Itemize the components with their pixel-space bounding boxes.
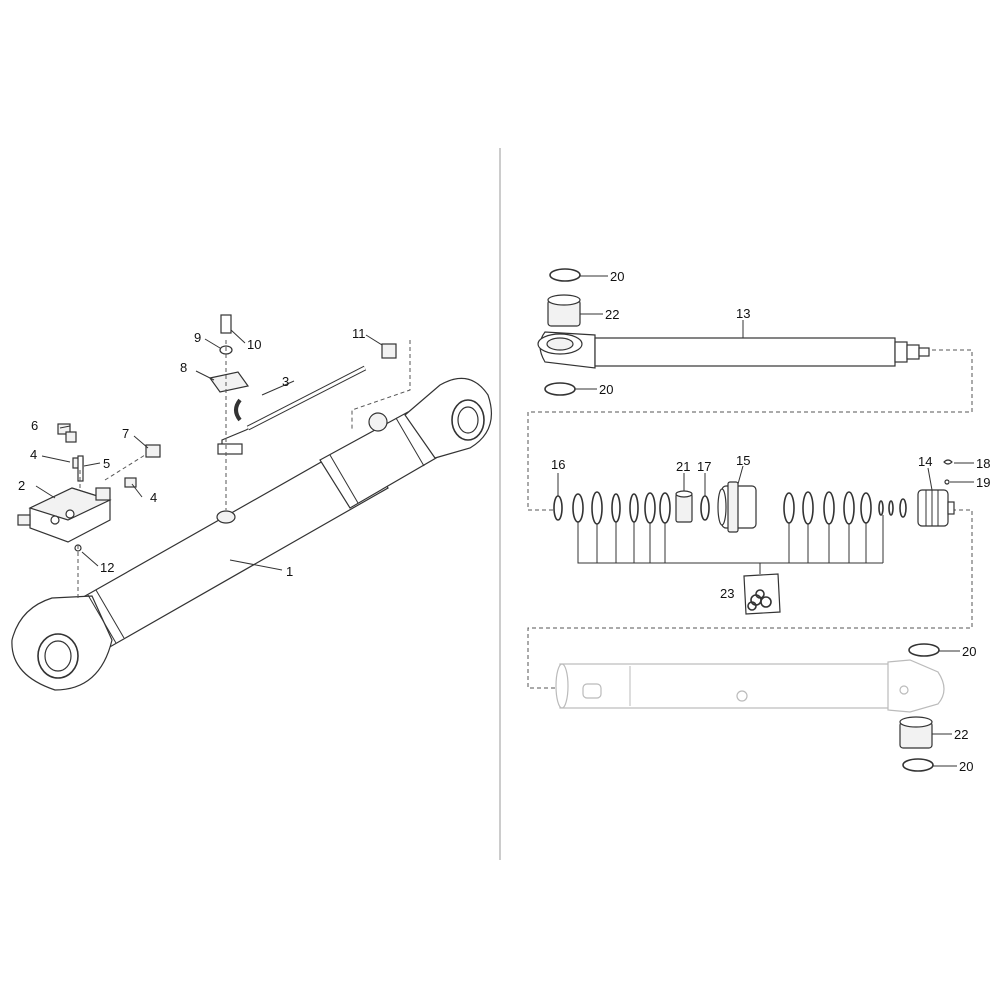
callout-16: 16 — [551, 457, 565, 472]
callout-4b: 4 — [150, 490, 157, 505]
fitting-11 — [381, 343, 397, 359]
seal-kit-row — [553, 459, 955, 533]
callout-6: 6 — [31, 418, 38, 433]
piston-14 — [917, 489, 955, 527]
wiper-ring-mid — [544, 382, 576, 396]
straight-fitting — [145, 444, 161, 458]
callout-18: 18 — [976, 456, 990, 471]
wiper-ring-top — [549, 268, 581, 282]
callout-12: 12 — [100, 560, 114, 575]
rod-eye — [404, 377, 492, 459]
callout-8: 8 — [180, 360, 187, 375]
callout-5: 5 — [103, 456, 110, 471]
callout-10: 10 — [247, 337, 261, 352]
elbow-fitting — [57, 423, 71, 435]
callout-20c: 20 — [962, 644, 976, 659]
callout-23: 23 — [720, 586, 734, 601]
callout-20d: 20 — [959, 759, 973, 774]
callout-14: 14 — [918, 454, 932, 469]
callout-4a: 4 — [30, 447, 37, 462]
spacer-21 — [675, 493, 693, 523]
callout-7: 7 — [122, 426, 129, 441]
callout-21: 21 — [676, 459, 690, 474]
callout-13: 13 — [736, 306, 750, 321]
callout-17: 17 — [697, 459, 711, 474]
callout-2: 2 — [18, 478, 25, 493]
callout-11: 11 — [352, 326, 366, 341]
callout-15: 15 — [736, 453, 750, 468]
wiper-ring-bottom — [902, 758, 934, 772]
fittings — [57, 314, 397, 552]
callout-22b: 22 — [954, 727, 968, 742]
ball-19 — [944, 479, 950, 485]
callout-1: 1 — [286, 564, 293, 579]
callout-20b: 20 — [599, 382, 613, 397]
callout-22a: 22 — [605, 307, 619, 322]
bolt-10 — [220, 314, 232, 334]
callout-3: 3 — [282, 374, 289, 389]
callout-20a: 20 — [610, 269, 624, 284]
screw-18 — [943, 459, 953, 465]
clamp-8 — [208, 371, 250, 393]
valve-block — [17, 487, 112, 543]
callout-19: 19 — [976, 475, 990, 490]
cylinder-head-15 — [717, 481, 757, 533]
callout-9: 9 — [194, 330, 201, 345]
piston-rod — [537, 331, 930, 369]
wiper-ring-lower — [908, 643, 940, 657]
cylinder-assembly — [11, 377, 492, 691]
barrel-reference — [555, 659, 945, 713]
seal-kit-bag — [743, 573, 781, 615]
